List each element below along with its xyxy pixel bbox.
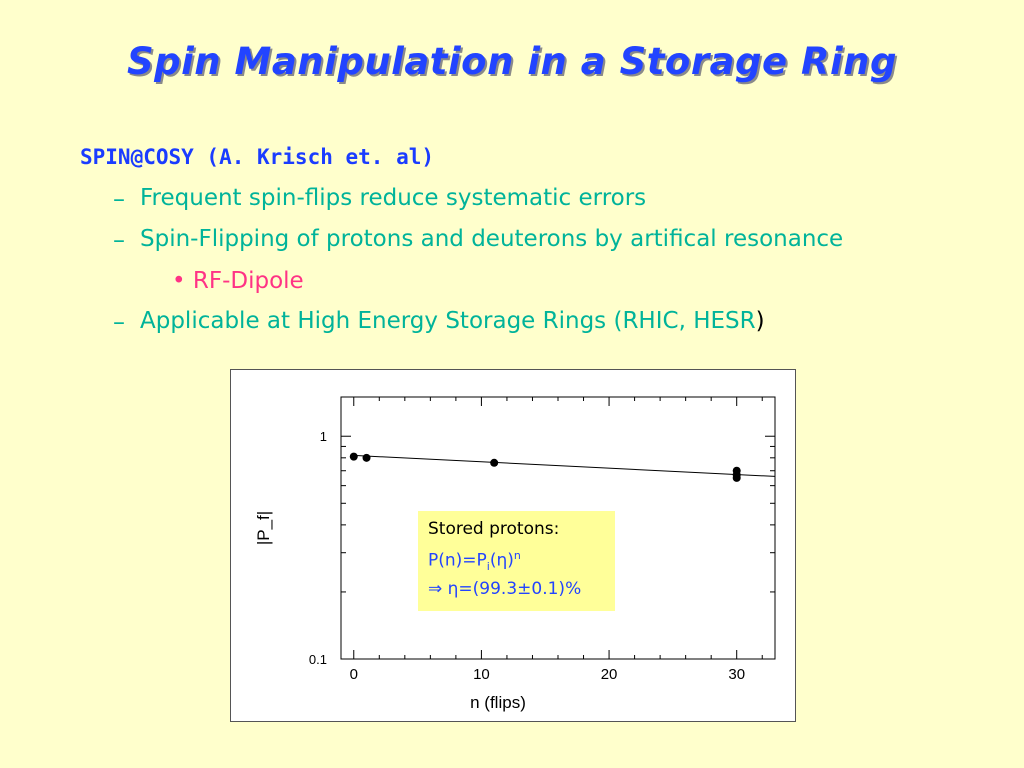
data-point <box>362 453 371 462</box>
fit-legend: Stored protons: P(n)=Pi(η)n ⇒ η=(99.3±0.… <box>418 511 615 611</box>
chart-svg: 0 10 20 30 0.1 1 n (flips) |P_f| <box>254 396 776 712</box>
point-applicable-text: Applicable at High Energy Storage Rings … <box>140 308 756 334</box>
data-point <box>732 473 741 482</box>
point-spin-flips: Frequent spin-flips reduce systematic er… <box>140 185 647 211</box>
y-tick-label: 0.1 <box>309 652 327 667</box>
dash-marker: – <box>113 185 125 213</box>
x-axis-label: n (flips) <box>470 693 526 712</box>
closing-paren: ) <box>755 308 765 334</box>
heading-spin-cosy: SPIN@COSY (A. Krisch et. al) <box>80 145 435 169</box>
x-tick-label: 20 <box>601 666 618 683</box>
dash-marker: – <box>113 308 125 336</box>
legend-line-3: ⇒ η=(99.3±0.1)% <box>428 579 582 599</box>
legend-formula-sup: n <box>513 549 521 562</box>
x-tick-label: 0 <box>350 666 358 683</box>
point-spin-flipping: Spin-Flipping of protons and deuterons b… <box>140 226 844 252</box>
legend-formula-a: P(n)=P <box>428 550 487 571</box>
legend-formula-sub: i <box>486 560 490 574</box>
x-tick-label: 30 <box>728 666 745 683</box>
legend-line-2: P(n)=Pi(η)n <box>428 549 521 573</box>
sub-bullet-rf-dipole: • RF-Dipole <box>172 268 304 294</box>
polarization-plot: 0 10 20 30 0.1 1 n (flips) |P_f| Stored protons… <box>230 369 796 722</box>
data-point <box>490 458 499 467</box>
point-applicable: Applicable at High Energy Storage Rings … <box>140 308 765 334</box>
y-axis-label: |P_f| <box>254 511 273 545</box>
slide-title: Spin Manipulation in a Storage Ring <box>126 40 898 83</box>
fit-line <box>353 454 776 477</box>
legend-formula-b: (η) <box>489 550 514 571</box>
dash-marker: – <box>113 226 125 254</box>
data-point <box>349 452 358 461</box>
legend-line-1: Stored protons: <box>428 519 560 539</box>
y-tick-label: 1 <box>320 429 327 444</box>
x-tick-label: 10 <box>473 666 490 683</box>
